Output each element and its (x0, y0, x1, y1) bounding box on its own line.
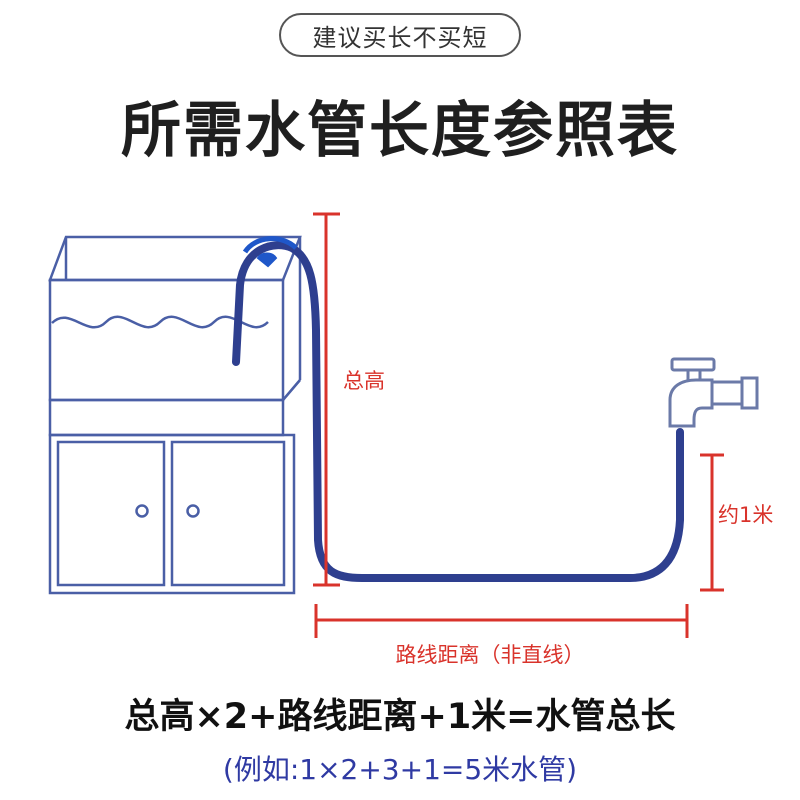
water-hose (232, 236, 684, 582)
advice-badge-text: 建议买长不买短 (312, 23, 488, 52)
cabinet-top-side (282, 379, 301, 401)
cabinet (48, 379, 301, 595)
faucet-nut (740, 376, 759, 410)
formula-text: 总高×2+路线距离+1米=水管总长 (124, 697, 676, 737)
measure-total-height (313, 212, 340, 587)
cabinet-door-left (56, 440, 166, 587)
measure-route-distance (314, 604, 689, 638)
cabinet-door-right (170, 440, 286, 587)
tank-front-face (48, 278, 285, 402)
faucet-handle (670, 357, 716, 372)
advice-badge: 建议买长不买短 (279, 13, 521, 57)
example-text: (例如:1×2+3+1=5米水管) (222, 753, 578, 786)
hose-path (232, 241, 684, 582)
cabinet-shelf (48, 398, 285, 437)
hose-clip (242, 236, 298, 254)
label-total-height: 总高 (343, 369, 385, 393)
label-route-distance: 路线距离（非直线） (396, 643, 585, 667)
door-knob-left (135, 504, 149, 518)
faucet (668, 357, 759, 428)
door-knob-right (186, 504, 200, 518)
faucet-spout (668, 378, 714, 428)
water-wave (51, 315, 269, 329)
measure-one-meter (700, 453, 724, 592)
page-title: 所需水管长度参照表 (121, 96, 679, 166)
hose-clip-knob (256, 252, 278, 268)
label-approx-one-meter: 约1米 (718, 503, 773, 527)
cabinet-body (48, 433, 296, 595)
